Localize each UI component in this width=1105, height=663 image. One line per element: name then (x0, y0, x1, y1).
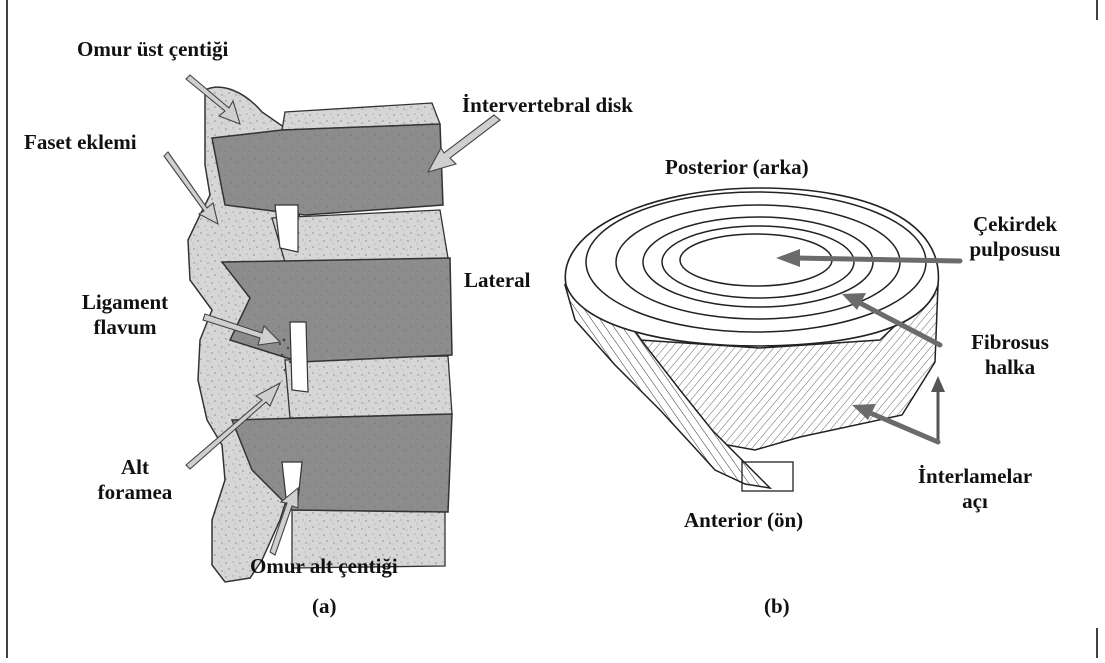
disc-top-surface (565, 188, 938, 346)
label-nucleus-line2: pulposusu (955, 237, 1075, 262)
label-superior-notch: Omur üst çentiği (77, 37, 228, 62)
label-ligament-flavum: Ligament flavum (70, 290, 180, 340)
label-ligament-line1: Ligament (70, 290, 180, 315)
label-intervertebral-disc: İntervertebral disk (462, 93, 633, 118)
label-anterior: Anterior (ön) (684, 508, 803, 533)
disc-figure (565, 188, 945, 491)
arrow-nucleus (795, 258, 960, 261)
label-interlamellar-line1: İnterlamelar (900, 464, 1050, 489)
caption-a: (a) (312, 594, 337, 619)
label-foramen-line1: Alt (85, 455, 185, 480)
label-lateral: Lateral (464, 268, 530, 293)
caption-b: (b) (764, 594, 790, 619)
label-inferior-notch: Omur alt çentiği (250, 554, 398, 579)
label-annulus-line2: halka (955, 355, 1065, 380)
label-nucleus: Çekirdek pulposusu (955, 212, 1075, 262)
label-nucleus-line1: Çekirdek (955, 212, 1075, 237)
label-foramen-line2: foramea (85, 480, 185, 505)
label-interlamellar-line2: açı (900, 489, 1050, 514)
label-posterior: Posterior (arka) (665, 155, 809, 180)
disc-1 (212, 124, 443, 215)
label-facet-joint: Faset eklemi (24, 130, 137, 155)
label-annulus-line1: Fibrosus (955, 330, 1065, 355)
arrow-interlamellar (868, 412, 938, 442)
spine-figure (188, 87, 452, 582)
vertebral-body-3 (285, 356, 452, 418)
label-ligament-line2: flavum (70, 315, 180, 340)
label-interlamellar: İnterlamelar açı (900, 464, 1050, 514)
foramen-middle (290, 322, 308, 392)
disc-2 (222, 258, 452, 362)
label-annulus: Fibrosus halka (955, 330, 1065, 380)
label-foramen: Alt foramea (85, 455, 185, 505)
